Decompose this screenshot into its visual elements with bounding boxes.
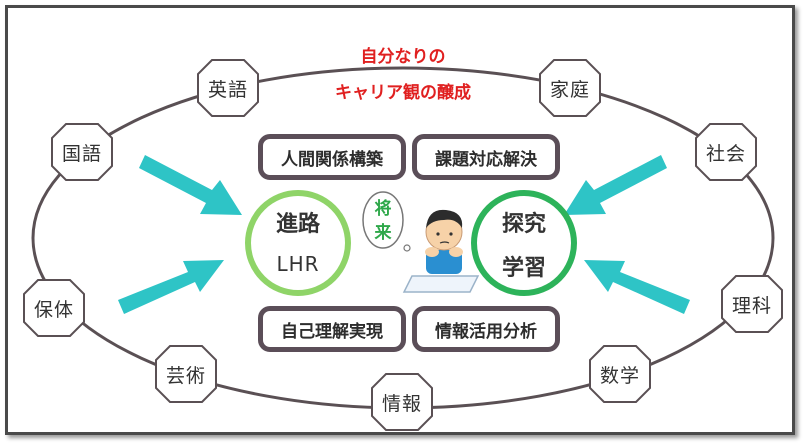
skill-relationships-box: 人間関係構築 [258,134,406,180]
skill-problem-solving-box: 課題対応解決 [412,134,560,180]
octagon-pe-health [23,279,85,337]
thinking-student-illustration [402,209,480,293]
future-char-1: 将 [374,199,392,219]
thought-bubble [362,191,404,249]
title-line2: キャリア観の醸成 [335,83,471,103]
octagon-arts [155,345,217,403]
inquiry-label-line1: 探究 [501,212,546,237]
octagon-english [197,59,259,117]
subject-pe-health-label: 保体 [33,298,74,321]
title-line1: 自分なりの [360,47,446,67]
octagon-home-economics [539,59,601,117]
octagon-mathematics [589,345,651,403]
arrow-social-to-inquiry [564,155,667,215]
inquiry-label-line2: 学習 [501,256,546,281]
thought-bubble-dot [403,244,411,252]
octagon-japanese [51,123,113,181]
octagon-informatics [371,373,433,431]
lhr-label: LHR [276,252,320,276]
subject-mathematics-label: 数学 [599,364,640,387]
subject-science-label: 理科 [731,294,772,317]
career-lhr-ring [245,190,351,296]
octagon-social-studies [695,123,757,181]
inquiry-ring [471,190,577,296]
future-char-2: 来 [374,223,392,243]
subject-home-economics-label: 家庭 [549,78,590,101]
subject-arts-label: 芸術 [165,364,206,387]
subject-informatics-label: 情報 [381,392,422,415]
subject-social-studies-label: 社会 [705,142,746,165]
arrow-japanese-to-career [139,155,242,215]
subject-loop-ellipse [31,66,775,410]
octagon-science [721,275,783,333]
subject-english-label: 英語 [207,78,248,101]
skill-info-utilization-box: 情報活用分析 [412,306,560,352]
skill-self-understanding-box: 自己理解実現 [258,306,406,352]
arrow-science-to-inquiry [584,260,690,314]
subject-japanese-label: 国語 [61,142,102,165]
arrow-pe-to-career [118,260,224,314]
career-label: 進路 [275,212,320,237]
